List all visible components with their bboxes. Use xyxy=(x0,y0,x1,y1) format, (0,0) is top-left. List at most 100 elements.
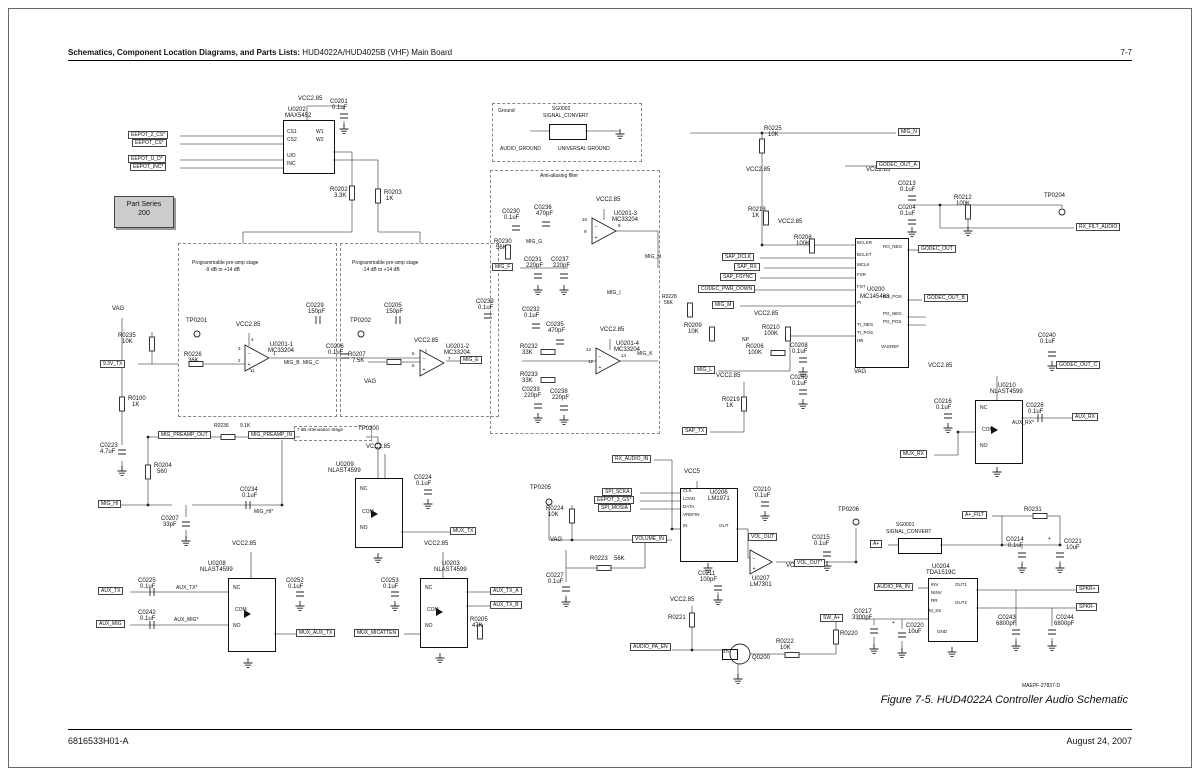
net-label: C0232 xyxy=(522,307,540,313)
net-label: MC33204 xyxy=(612,217,639,223)
net-label: R0204 xyxy=(154,463,172,469)
net-label: 0.1uF xyxy=(288,584,304,590)
net-label: VCC2.85 xyxy=(424,541,449,547)
net-label: C0207 xyxy=(161,516,179,522)
ground-symbol xyxy=(559,285,569,295)
net-label: 47K xyxy=(472,623,483,629)
opamp-symbol xyxy=(244,344,270,372)
opamp-minus: − xyxy=(423,357,426,363)
capacitor-symbol xyxy=(245,501,251,509)
net-label: CLK xyxy=(683,488,692,493)
resistor-symbol xyxy=(784,652,800,658)
resistor-symbol xyxy=(785,326,791,342)
net-label: PO_NEG xyxy=(883,311,902,316)
net-label: 150pF xyxy=(308,309,326,315)
ground-symbol xyxy=(1047,361,1057,371)
net-label: TP0202 xyxy=(350,318,372,324)
opamp-minus: − xyxy=(753,556,756,562)
net-label: 220pF xyxy=(552,395,570,401)
net-label: U0204 xyxy=(932,564,950,570)
net-label: C0229 xyxy=(306,303,324,309)
signal-flag: SPI_MOSIA xyxy=(598,504,631,512)
net-label: NLAST4599 xyxy=(434,567,467,573)
capacitor-symbol xyxy=(296,591,304,597)
net-label: 100K xyxy=(764,331,779,337)
net-label: RR xyxy=(931,598,938,603)
ground-symbol xyxy=(713,595,723,605)
opamp-symbol xyxy=(595,347,621,375)
capacitor-symbol xyxy=(898,632,906,638)
ground-symbol xyxy=(243,658,253,668)
capacitor-symbol xyxy=(908,219,916,225)
junction-dot xyxy=(146,503,150,507)
net-label: VCC2.85 xyxy=(414,338,439,344)
net-label: C0238 xyxy=(550,389,568,395)
footer-doc-number: 6816533H01-A xyxy=(68,736,129,746)
net-label: COM xyxy=(235,607,247,613)
net-label: 1K xyxy=(386,196,394,202)
ic-outline xyxy=(228,578,276,652)
net-label: SIGNAL_CONVERT xyxy=(886,529,932,535)
net-label: HB xyxy=(857,338,864,343)
net-label: 33K xyxy=(522,378,533,384)
net-label: 11 xyxy=(250,368,255,373)
net-label: 56K xyxy=(496,245,507,251)
capacitor-symbol xyxy=(556,339,564,345)
ground-symbol xyxy=(963,226,973,236)
drawing-number: MAEPF-27837-D xyxy=(1022,683,1061,689)
resistor-symbol xyxy=(220,434,236,440)
net-label: OUT xyxy=(719,523,729,528)
capacitor-symbol xyxy=(1048,351,1056,357)
net-label: 0.1uF xyxy=(504,215,520,221)
junction-dot xyxy=(854,560,858,564)
resistor-symbol xyxy=(145,464,151,480)
resistor-symbol xyxy=(687,302,693,318)
net-label: 7 dB Attenuation Stage xyxy=(297,427,344,432)
net-label: NO xyxy=(425,623,433,629)
capacitor-symbol xyxy=(761,501,769,507)
net-label: MIG_B xyxy=(284,360,300,366)
signal-flag: SAP_FSYNC xyxy=(720,273,756,281)
signal-flag: SPKR- xyxy=(1076,603,1098,611)
net-label: 0.1uF xyxy=(792,381,808,387)
ic-outline xyxy=(975,400,1023,464)
ground-symbol xyxy=(533,285,543,295)
net-label: VCC2.85 xyxy=(716,373,741,379)
signal-flag: EEPOT_INC* xyxy=(130,163,167,171)
net-label: U0200 xyxy=(867,287,885,293)
net-label: TP0206 xyxy=(838,507,860,513)
ground-symbol xyxy=(533,413,543,423)
net-label: C0239 xyxy=(476,299,494,305)
junction-dot xyxy=(280,503,284,507)
net-label: 56K xyxy=(614,556,625,562)
capacitor-symbol xyxy=(908,195,916,201)
signal-flag: SAP_DCLK xyxy=(722,253,755,261)
net-label: C0216 xyxy=(934,399,952,405)
signal-flag: SW_A+ xyxy=(820,614,844,622)
net-label: VAG xyxy=(854,369,867,375)
signal-flag: GODEC_OUT_B xyxy=(924,294,968,302)
signal-flag: VOL_OUT xyxy=(748,533,778,541)
transistor-outline xyxy=(729,643,751,665)
net-label: C0242 xyxy=(138,610,156,616)
net-label: R0100 xyxy=(128,396,146,402)
net-label: C0226 xyxy=(1026,403,1044,409)
header-rule xyxy=(68,60,1132,61)
net-label: 7 xyxy=(448,356,451,361)
net-label: M_SS xyxy=(929,608,942,613)
opamp-minus: − xyxy=(248,352,251,358)
junction-dot xyxy=(146,435,150,439)
net-label: R0233 xyxy=(520,372,538,378)
net-label: 47K xyxy=(723,649,731,654)
test-point xyxy=(357,330,365,338)
net-label: TP0205 xyxy=(530,485,552,491)
net-label: 9.1K xyxy=(240,423,251,429)
net-label: VCC2.85 xyxy=(600,327,625,333)
net-label: 10uF xyxy=(1066,545,1080,551)
capacitor-symbol xyxy=(149,621,155,629)
resistor-symbol xyxy=(540,377,556,383)
net-label: TI_POS xyxy=(857,330,874,335)
net-label: 1K xyxy=(726,403,734,409)
net-label: C0215 xyxy=(812,535,830,541)
net-label: 0.1uF xyxy=(524,313,540,319)
